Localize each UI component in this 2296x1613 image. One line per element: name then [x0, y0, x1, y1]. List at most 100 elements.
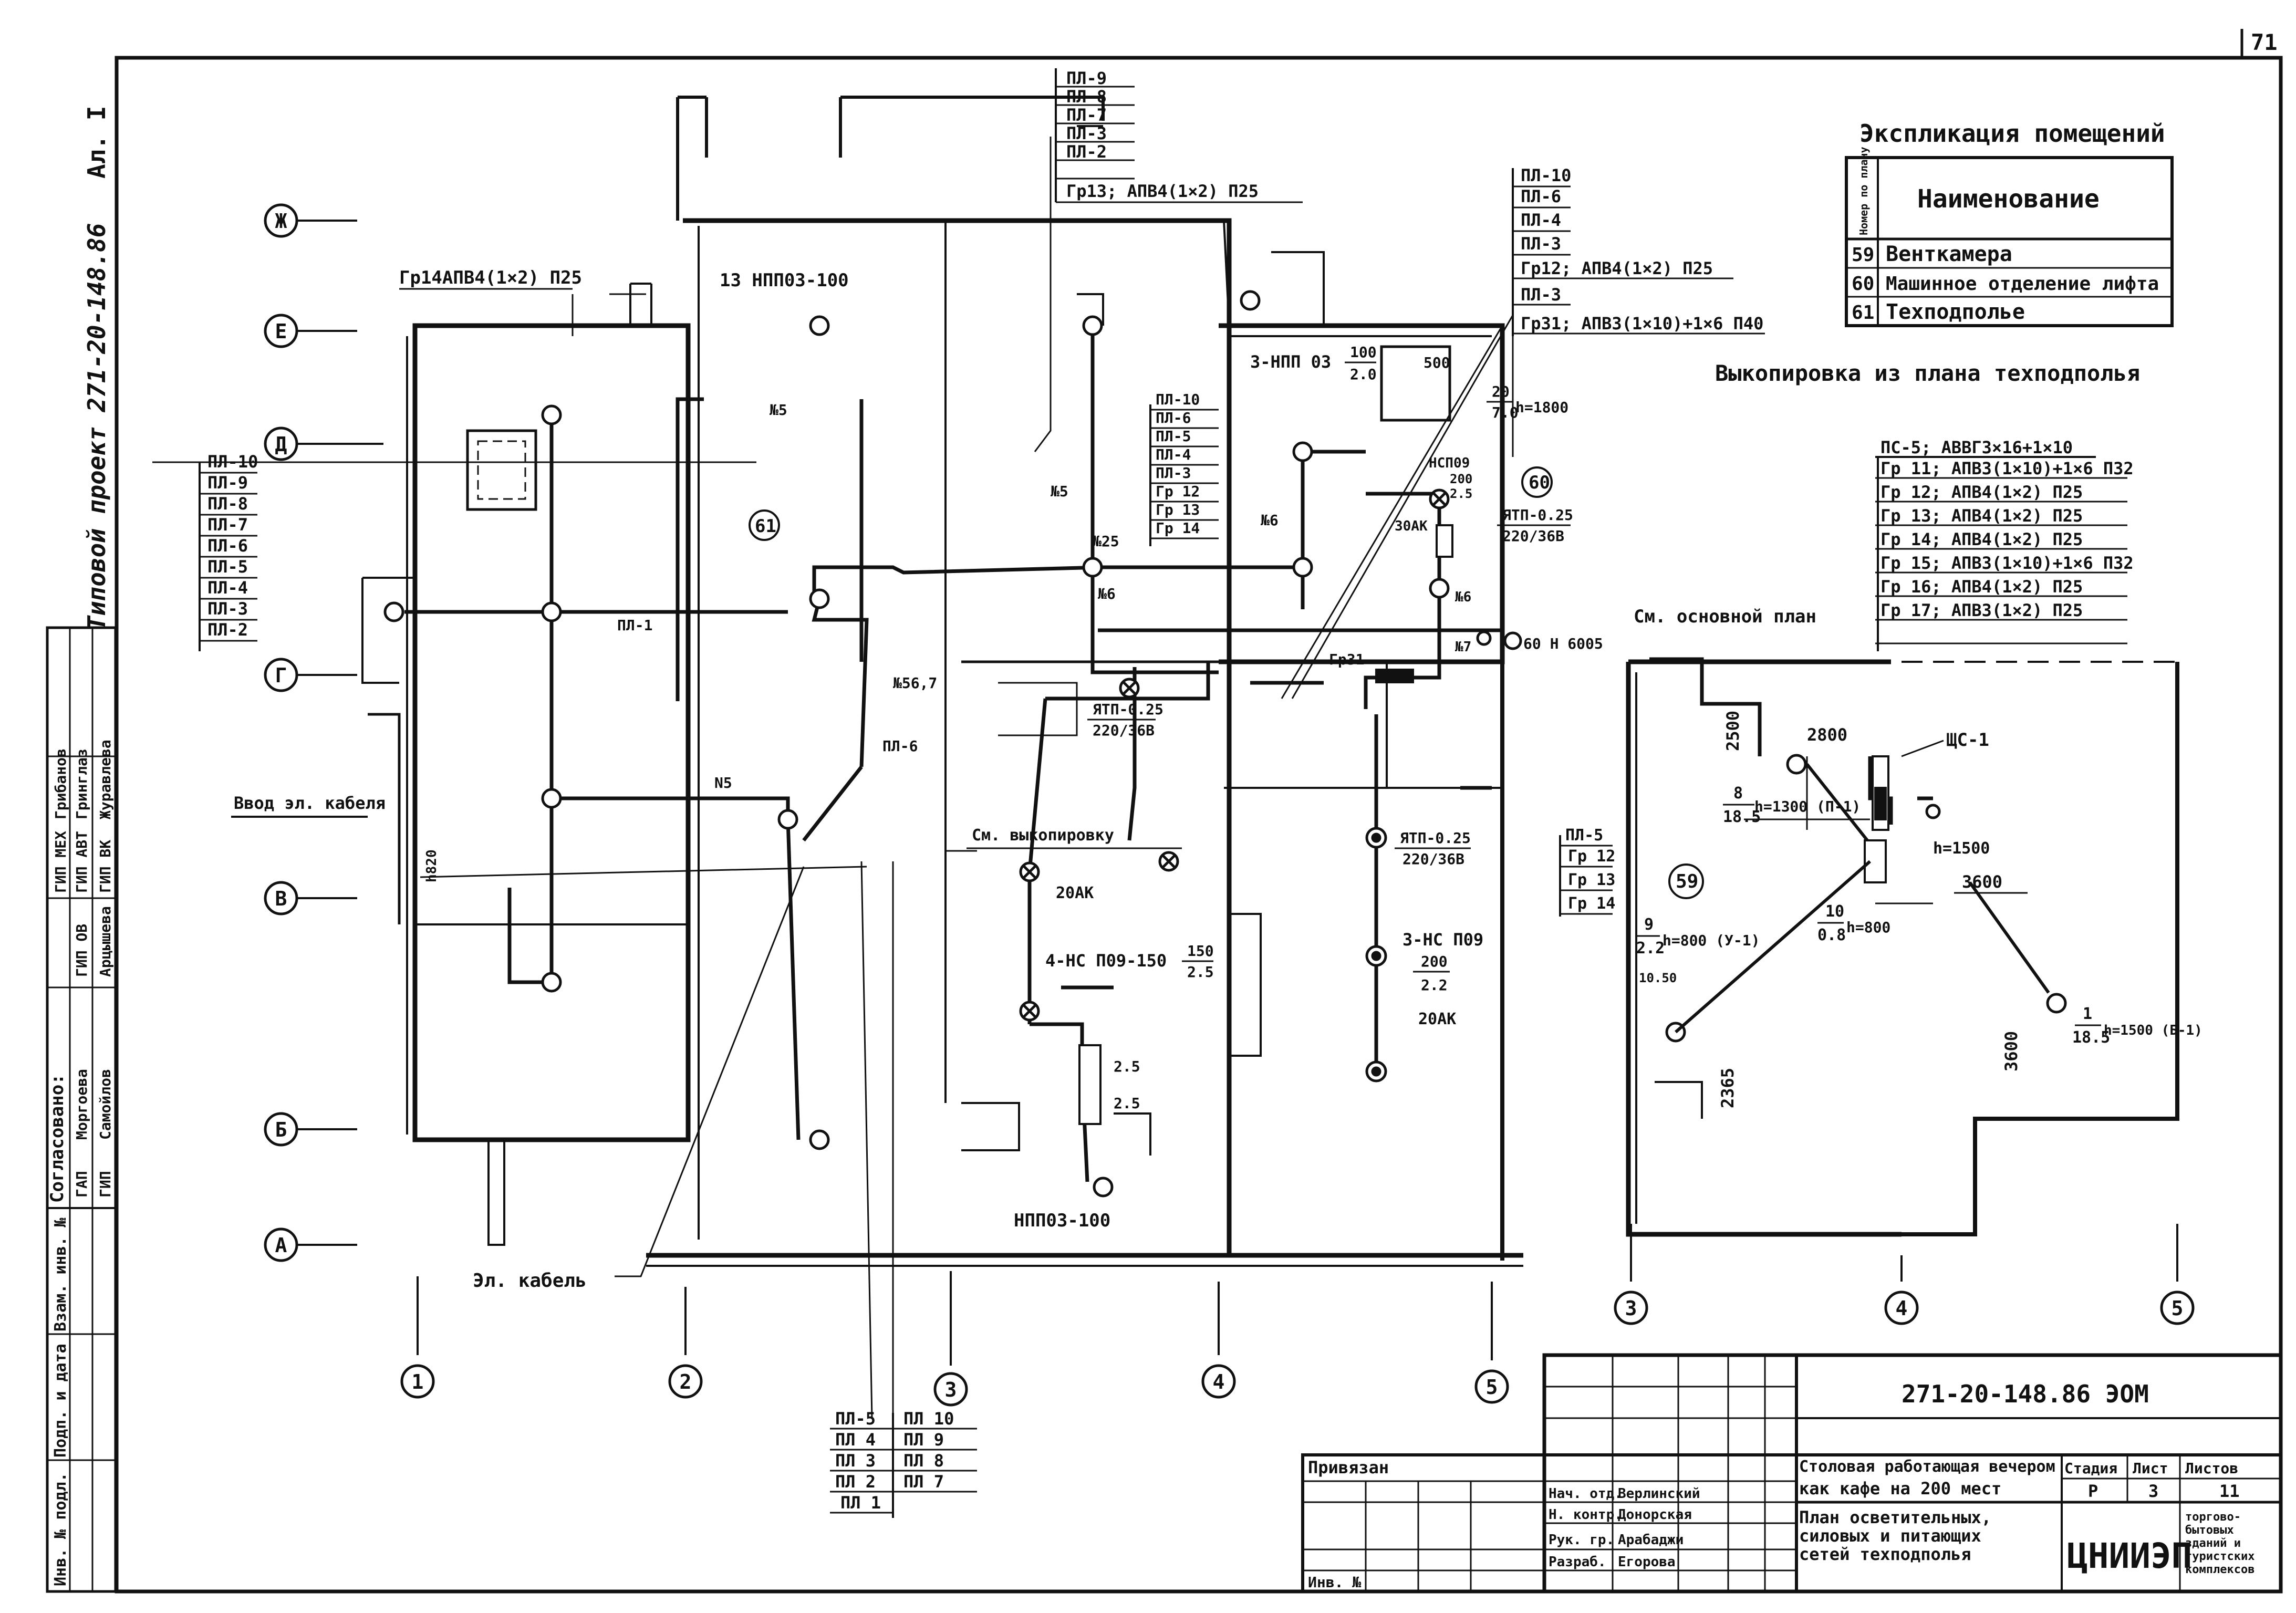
svg-text:В: В — [275, 887, 287, 910]
cable-tag: ПЛ-2 — [207, 620, 248, 640]
grid-row-bubble: В — [264, 881, 357, 915]
label-group-left: ПЛ-10 ПЛ-9 ПЛ-8 ПЛ-7 ПЛ-6 ПЛ-5 ПЛ-4 ПЛ-3… — [199, 452, 258, 651]
inset-ref: См. основной план — [1634, 606, 1816, 627]
cable-tag: Гр 12 — [1568, 847, 1615, 866]
cable-tag: ПЛ 10 — [903, 1409, 954, 1429]
fraction-top: 200 — [1421, 953, 1448, 970]
leader — [1901, 740, 1944, 757]
inset-dim: 10.50 — [1639, 971, 1677, 985]
fixture-label: 13 НПП03-100 — [720, 270, 849, 291]
stamp-name: Гринглаз — [73, 748, 90, 819]
schedule-line: Гр 13; АПВ4(1×2) П25 — [1881, 506, 2083, 526]
cable-tag: ПЛ-2 — [1066, 142, 1107, 162]
cable-tag: ПЛ-6 — [1156, 409, 1191, 426]
explication-table — [1845, 156, 2174, 327]
svg-text:Ж: Ж — [275, 210, 287, 233]
drawing-code: 271-20-148.86 ЭОМ — [1902, 1380, 2149, 1408]
schedule-line: Гр 15; АПВ3(1×10)+1×6 П32 — [1881, 553, 2134, 573]
svg-text:Е: Е — [275, 320, 287, 343]
lamp-label-note: h=800 — [1846, 919, 1890, 936]
svg-text:3: 3 — [945, 1378, 957, 1401]
grid-row-bubble: А — [264, 1227, 357, 1262]
lamp-label-bottom: 0.8 — [1817, 926, 1846, 944]
svg-text:3: 3 — [1625, 1297, 1637, 1320]
stamp-field-swap: Взам. инв. № — [51, 1217, 70, 1331]
leader-lines — [152, 137, 2028, 1419]
cable-tag: Гр 13 — [1156, 501, 1200, 518]
stamp-role: ГИП ОВ — [73, 924, 90, 977]
n-label: №56,7 — [893, 674, 937, 692]
socket-fixtures — [1365, 630, 1492, 1083]
inv-label: Инв. № — [1308, 1574, 1361, 1591]
ytp-label: ЯТП-0.25 — [1400, 829, 1471, 847]
n-label: №25 — [1093, 533, 1119, 550]
lamp-icon — [777, 809, 798, 830]
inset-h1500: h=1500 — [1933, 839, 1990, 858]
svg-text:4: 4 — [1213, 1370, 1225, 1393]
cable-tag: Гр13; АПВ4(1×2) П25 — [1066, 181, 1259, 201]
sheet-header: Лист — [2133, 1460, 2168, 1477]
n-label: N5 — [714, 774, 732, 792]
lamp-label-top: 10 — [1825, 902, 1844, 921]
lamp-icon — [1093, 1177, 1114, 1198]
lamp-label-note: h=1500 (Б-1) — [2104, 1023, 2203, 1038]
stage-value: Р — [2088, 1481, 2098, 1501]
explication-col-number: Номер по плану — [1857, 147, 1870, 235]
svg-text:4: 4 — [1896, 1297, 1908, 1320]
n-label: ПЛ-6 — [882, 737, 918, 755]
inset-dim: 2500 — [1723, 711, 1743, 751]
lamp-icon — [1240, 290, 1261, 311]
ytp-label: 220/36В — [1093, 722, 1155, 739]
grid-col-bubble: 2 — [668, 1287, 703, 1399]
cable-tag: Гр 14 — [1156, 519, 1200, 537]
room-bubble — [1668, 863, 1704, 899]
role: Разраб. — [1549, 1554, 1606, 1570]
schedule-line: ПС-5; АВВГ3×16+1×10 — [1881, 438, 2073, 457]
n-label: №6 — [1098, 585, 1116, 602]
label-group-top1: ПЛ-9 ПЛ-8 ПЛ-7 ПЛ-3 ПЛ-2 Гр13; АПВ4(1×2)… — [1055, 68, 1303, 203]
ak-label: 20АК — [1418, 1010, 1456, 1028]
svg-text:комплексов: комплексов — [2185, 1563, 2255, 1576]
main-plan-walls — [361, 96, 1523, 1267]
cable-tag: ПЛ-10 — [207, 452, 258, 472]
lamp-icon — [809, 1129, 830, 1150]
cable-tag: Гр31; АПВ3(1×10)+1×6 П40 — [1521, 314, 1763, 334]
cable-tag: ПЛ-8 — [207, 494, 248, 514]
grid-row-bubble: Д — [264, 426, 383, 461]
inset-dim: 3600 — [1962, 872, 2002, 892]
lamp-cross-icon — [1019, 1001, 1040, 1022]
cable-tag: ПЛ-9 — [207, 473, 248, 493]
sheet-title-line: План осветительных, — [1799, 1507, 1991, 1527]
inset-dim: 3600 — [2001, 1031, 2021, 1071]
n-label: №5 — [770, 401, 787, 419]
cable-tag: ПЛ-3 — [207, 599, 248, 619]
gr31-label: Гр31 — [1329, 651, 1364, 668]
n-label: №7 — [1455, 639, 1471, 655]
svg-text:2: 2 — [680, 1370, 692, 1393]
stamp-role: ГИП АВТ — [73, 831, 90, 893]
page-number: 71 — [2251, 29, 2278, 55]
grid-col-bubble: 5 — [1474, 1282, 1509, 1404]
cable-tag: ПЛ-3 — [1521, 285, 1561, 305]
cable-tag: Гр12; АПВ4(1×2) П25 — [1521, 258, 1713, 278]
sheet-title-line: сетей техподполья — [1799, 1544, 1971, 1564]
cable-tag: ПЛ 9 — [903, 1430, 944, 1450]
cable-tag: ПЛ-6 — [207, 536, 248, 556]
fixture-label: НПП03-100 — [1014, 1210, 1110, 1231]
n-label: №6 — [1455, 589, 1471, 605]
cable-tag: ПЛ-4 — [1521, 210, 1561, 230]
sheets-value: 11 — [2219, 1481, 2240, 1501]
svg-text:1: 1 — [412, 1370, 424, 1393]
stamp-name: Моргоева — [73, 1069, 90, 1140]
svg-text:туристских: туристских — [2185, 1550, 2255, 1563]
stamp-role: ГАП — [73, 1171, 90, 1198]
explication-name: Техподполье — [1886, 300, 2025, 324]
object-line: как кафе на 200 мест — [1799, 1479, 2001, 1498]
lamp-icon — [541, 972, 562, 993]
side-project-code: Типовой проект 271-20-148.86 — [82, 223, 111, 630]
role: Рук. гр. — [1549, 1532, 1614, 1548]
grid-col-bubble: 4 — [1884, 1255, 1919, 1325]
grid-row-bubble: Ж — [264, 203, 357, 238]
cable-tag: ПЛ-5 — [835, 1409, 876, 1429]
lamp-x-fixtures — [1019, 488, 1450, 1022]
